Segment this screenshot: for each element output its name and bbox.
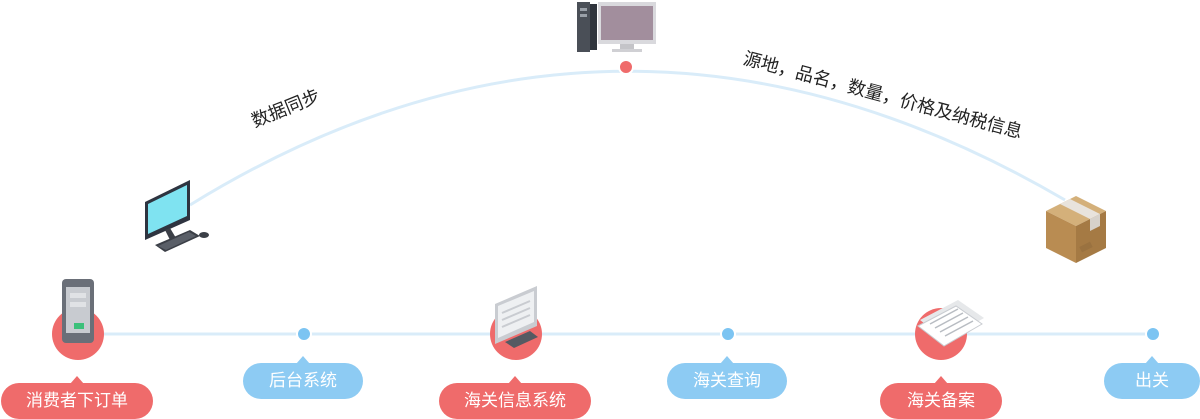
arc-line [189, 69, 1066, 207]
desktop-computer-icon [145, 180, 209, 252]
step-node-backend [296, 326, 312, 342]
step-label-backend-system: 后台系统 [243, 356, 363, 399]
step-label-customs-query: 海关查询 [667, 356, 787, 399]
step-node-exit [1145, 326, 1161, 342]
step-node-customs-query [720, 326, 736, 342]
package-box-icon [1046, 196, 1106, 263]
server-computer-icon [577, 2, 656, 52]
step-label-customs-info-system: 海关信息系统 [439, 376, 591, 419]
step-label-exit: 出关 [1104, 356, 1200, 399]
smartphone-icon [62, 279, 94, 343]
documents-icon [917, 300, 984, 347]
step-label-consumer-order: 消费者下订单 [1, 376, 153, 419]
arc-top-node [618, 59, 634, 75]
step-label-customs-record: 海关备案 [880, 376, 1002, 419]
monitor-icon [495, 286, 538, 348]
